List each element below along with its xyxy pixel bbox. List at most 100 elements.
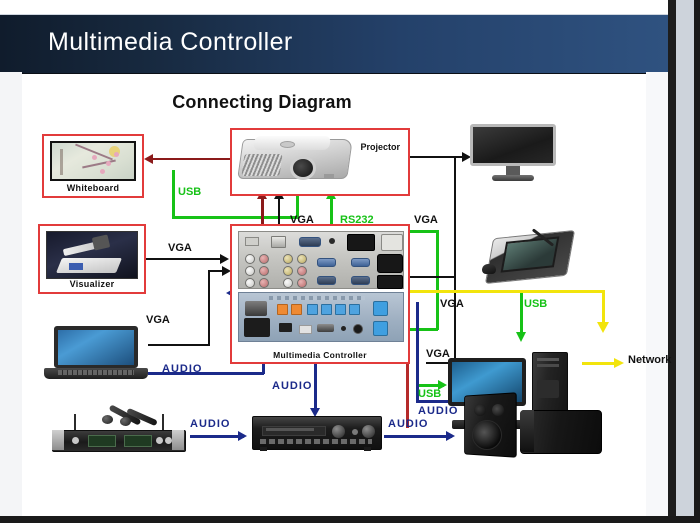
node-amplifier[interactable] (252, 416, 382, 452)
vga-port (351, 258, 370, 267)
rca-jack (297, 266, 307, 276)
arrowhead-vga-visualizer (220, 254, 229, 264)
microphone-2-head (120, 417, 131, 426)
whiteboard-art-blossom-3 (100, 169, 105, 174)
node-visualizer[interactable]: Visualizer (38, 224, 146, 294)
amplifier-display-line (266, 428, 314, 431)
power-socket-top (381, 234, 403, 251)
label-network: Network (628, 354, 672, 366)
arrowhead-audio-mic-amp (238, 431, 247, 441)
mic-knob-3 (165, 437, 172, 444)
left-margin-strip (0, 72, 22, 516)
front-button-blue[interactable] (335, 304, 346, 315)
amplifier-foot-left (260, 447, 267, 451)
arrowhead-network-label (614, 358, 624, 368)
microphone-1-head (102, 415, 113, 424)
wire-vga-monitor-h (410, 156, 468, 158)
node-monitor[interactable] (470, 124, 556, 186)
projector-vent-grill (241, 154, 283, 176)
front-button-blue[interactable] (307, 304, 318, 315)
front-button-blue[interactable] (321, 304, 332, 315)
laptop-keyboard (58, 370, 134, 375)
node-multimedia-controller[interactable]: Multimedia Controller (230, 224, 410, 364)
arrowhead-usb-pc (516, 332, 526, 342)
monitor-screen (470, 124, 556, 166)
rca-jack (283, 278, 293, 288)
wire-vga-to-projector-v (278, 198, 280, 236)
rca-jack (245, 278, 255, 288)
front-button-large[interactable] (373, 321, 388, 336)
wire-usb-whiteboard-v2 (296, 194, 299, 218)
whiteboard-art-sun (109, 146, 120, 157)
label-vga-tablet: VGA (440, 298, 464, 310)
projector-lens (290, 156, 316, 180)
node-label-controller: Multimedia Controller (273, 350, 367, 360)
lan-port (271, 236, 286, 248)
monitor-stand-base (492, 175, 534, 181)
node-graphics-tablet[interactable] (482, 228, 578, 288)
serial-port (299, 237, 321, 247)
node-laptop[interactable] (44, 326, 148, 382)
monitor-stand-neck (506, 166, 520, 176)
label-vga-visualizer: VGA (168, 242, 192, 254)
page-title: Multimedia Controller (48, 28, 293, 56)
speaker-second-side (520, 410, 534, 452)
rca-jack (259, 266, 269, 276)
label-audio-down: AUDIO (272, 380, 313, 392)
visualizer-control-pad (69, 263, 83, 270)
whiteboard-art-blossom-4 (114, 152, 119, 157)
front-mic-jack (353, 324, 363, 334)
amplifier-button-row[interactable] (260, 439, 372, 444)
whiteboard-screen (50, 141, 136, 181)
front-usb-port (299, 325, 312, 334)
amplifier-volume-knob[interactable] (332, 425, 345, 438)
arrowhead-usb-pc-left (438, 380, 447, 390)
projector-lamp-indicator (280, 141, 295, 148)
wire-usb-whiteboard-h (172, 216, 298, 219)
rca-jack (297, 278, 307, 288)
laptop-screen (54, 326, 138, 368)
label-audio-mic: AUDIO (190, 418, 231, 430)
pc-tower-front-panel (537, 380, 559, 398)
amplifier-small-knob[interactable] (352, 429, 358, 435)
wire-usb-pc-v (520, 292, 523, 336)
wire-usb-whiteboard-v1 (172, 170, 175, 218)
power-inlet-2 (377, 275, 403, 289)
node-wireless-mic-receiver[interactable] (52, 404, 186, 454)
mic-rack-ear-right (172, 430, 184, 450)
node-whiteboard[interactable]: Whiteboard (42, 134, 144, 198)
node-projector[interactable]: Projector (230, 128, 410, 196)
label-vga-projector: VGA (290, 214, 314, 226)
rca-jack (245, 266, 255, 276)
label-audio-speaker: AUDIO (388, 418, 429, 430)
rca-jack (245, 254, 255, 264)
wire-vga-laptop-h1 (148, 344, 210, 346)
power-inlet (377, 254, 403, 273)
visualizer-photo (46, 231, 138, 279)
front-button-orange[interactable] (291, 304, 302, 315)
power-inlet-top (347, 234, 375, 251)
front-button-large[interactable] (373, 301, 388, 316)
node-label-projector: Projector (360, 142, 400, 152)
pc-tower-drive-bay (537, 358, 559, 361)
wire-vga-monitor-v (454, 156, 456, 278)
mic-antenna-left (74, 414, 76, 431)
amplifier-selector-knob[interactable] (362, 425, 375, 438)
wire-vga-visualizer (146, 258, 226, 260)
speaker-woofer (472, 420, 502, 450)
front-button-blue[interactable] (349, 304, 360, 315)
rca-jack (283, 266, 293, 276)
projector-foot (324, 174, 334, 179)
diagram-title: Connecting Diagram (172, 92, 352, 112)
arrowhead-audio-spk (446, 431, 455, 441)
label-rs232-projector: RS232 (340, 214, 374, 226)
wire-usb-pc-left-h (416, 384, 444, 387)
speaker-tweeter (492, 404, 504, 416)
controller-front-panel (238, 292, 404, 342)
label-audio-pc: AUDIO (418, 405, 459, 417)
rca-jack (283, 254, 293, 264)
front-button-orange[interactable] (277, 304, 288, 315)
whiteboard-art-blossom-2 (106, 161, 111, 166)
node-speakers[interactable] (462, 392, 602, 464)
